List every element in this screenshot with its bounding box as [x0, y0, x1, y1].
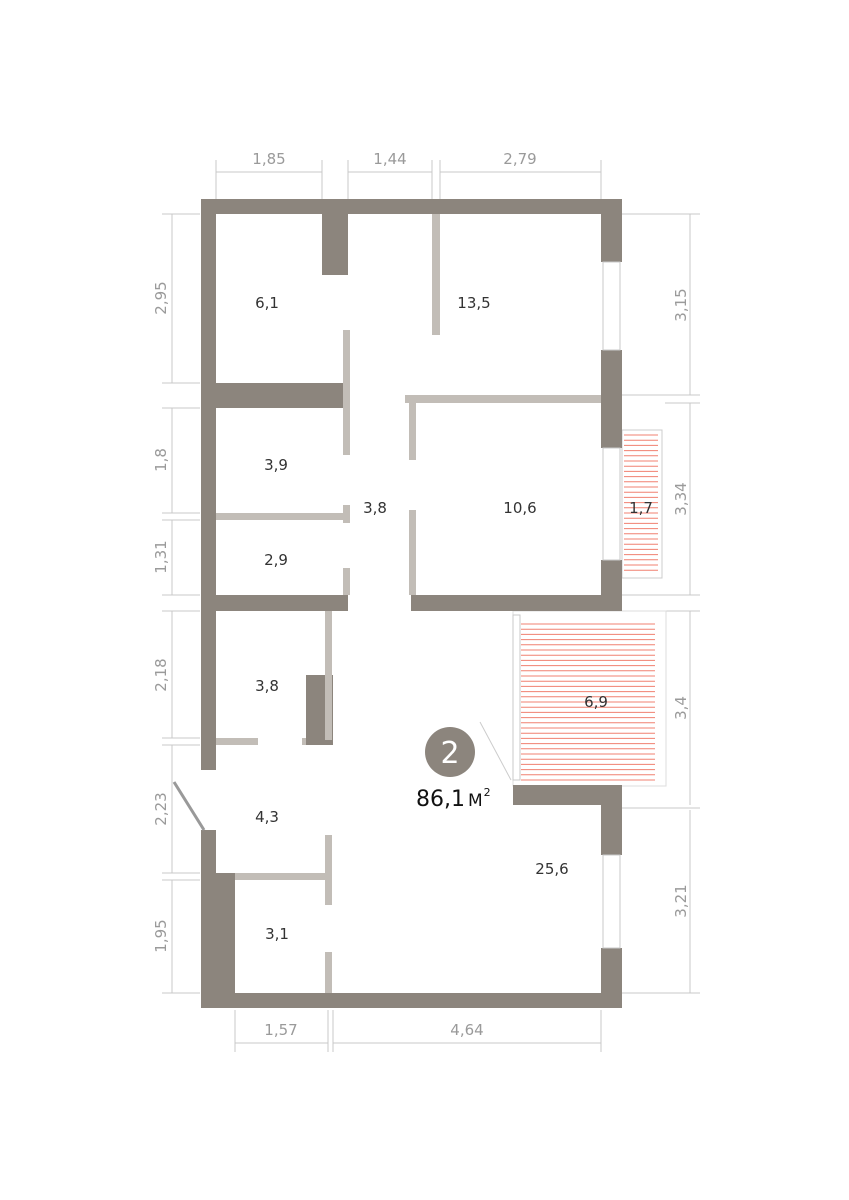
- partition: [325, 952, 332, 993]
- area-unit: М: [468, 791, 483, 811]
- wall: [601, 214, 622, 262]
- room-area-10: 4,3: [255, 808, 279, 826]
- partition: [325, 611, 332, 740]
- area-unit-sup: 2: [484, 786, 491, 799]
- partition: [409, 510, 416, 595]
- room-area-6: 1,7: [629, 499, 653, 517]
- dim-bottom-2: 4,64: [450, 1021, 483, 1039]
- partitions: [216, 214, 601, 993]
- partition: [409, 403, 416, 460]
- room-area-1: 6,1: [255, 294, 279, 312]
- dim-left-1: 2,95: [152, 281, 170, 314]
- dim-right-1: 3,15: [672, 288, 690, 321]
- dimension-lines: [162, 160, 700, 1052]
- wall: [201, 830, 216, 1008]
- wall: [601, 560, 622, 595]
- dim-top-1: 1,85: [252, 150, 285, 168]
- wall: [513, 785, 622, 805]
- partition: [216, 513, 343, 520]
- dim-left-6: 1,95: [152, 919, 170, 952]
- room-area-9: 6,9: [584, 693, 608, 711]
- wall: [601, 350, 622, 448]
- partition: [405, 395, 601, 403]
- dim-left-3: 1,31: [152, 540, 170, 573]
- window: [602, 447, 621, 561]
- partition: [325, 835, 332, 905]
- partition: [235, 873, 332, 880]
- dim-right-3: 3,4: [672, 696, 690, 720]
- room-area-5: 10,6: [503, 499, 536, 517]
- wall: [411, 595, 622, 611]
- wall: [201, 199, 622, 214]
- partition: [343, 568, 350, 595]
- partition: [302, 738, 306, 745]
- balcony-large: [512, 610, 667, 787]
- dim-top-2: 1,44: [373, 150, 406, 168]
- partition: [343, 505, 350, 523]
- dim-right-4: 3,21: [672, 884, 690, 917]
- wall: [201, 993, 622, 1008]
- dim-left-2: 1,8: [152, 448, 170, 472]
- dim-right-2: 3,34: [672, 482, 690, 515]
- wall: [601, 948, 622, 1008]
- window: [602, 854, 621, 949]
- wall: [201, 199, 216, 770]
- wall: [216, 873, 235, 1008]
- rooms-count-badge: [425, 727, 475, 777]
- total-area: 86,1: [416, 787, 465, 812]
- room-area-2: 13,5: [457, 294, 490, 312]
- room-area-11: 25,6: [535, 860, 568, 878]
- dim-bottom-1: 1,57: [264, 1021, 297, 1039]
- entrance-door: [172, 781, 206, 831]
- wall: [216, 595, 348, 611]
- partition: [343, 330, 350, 455]
- partition: [216, 738, 258, 745]
- dim-left-4: 2,18: [152, 658, 170, 691]
- walls: [201, 199, 622, 1008]
- room-area-8: 3,8: [255, 677, 279, 695]
- room-area-7: 2,9: [264, 551, 288, 569]
- partition: [432, 214, 440, 335]
- room-area-4: 3,8: [363, 499, 387, 517]
- rooms-count: 2: [440, 736, 459, 771]
- window: [602, 261, 621, 351]
- room-area-3: 3,9: [264, 456, 288, 474]
- dim-top-3: 2,79: [503, 150, 536, 168]
- room-area-12: 3,1: [265, 925, 289, 943]
- balcony-small: [621, 429, 663, 579]
- wall: [601, 785, 622, 855]
- wall: [322, 214, 348, 275]
- dim-left-5: 2,23: [152, 792, 170, 825]
- wall: [216, 383, 348, 408]
